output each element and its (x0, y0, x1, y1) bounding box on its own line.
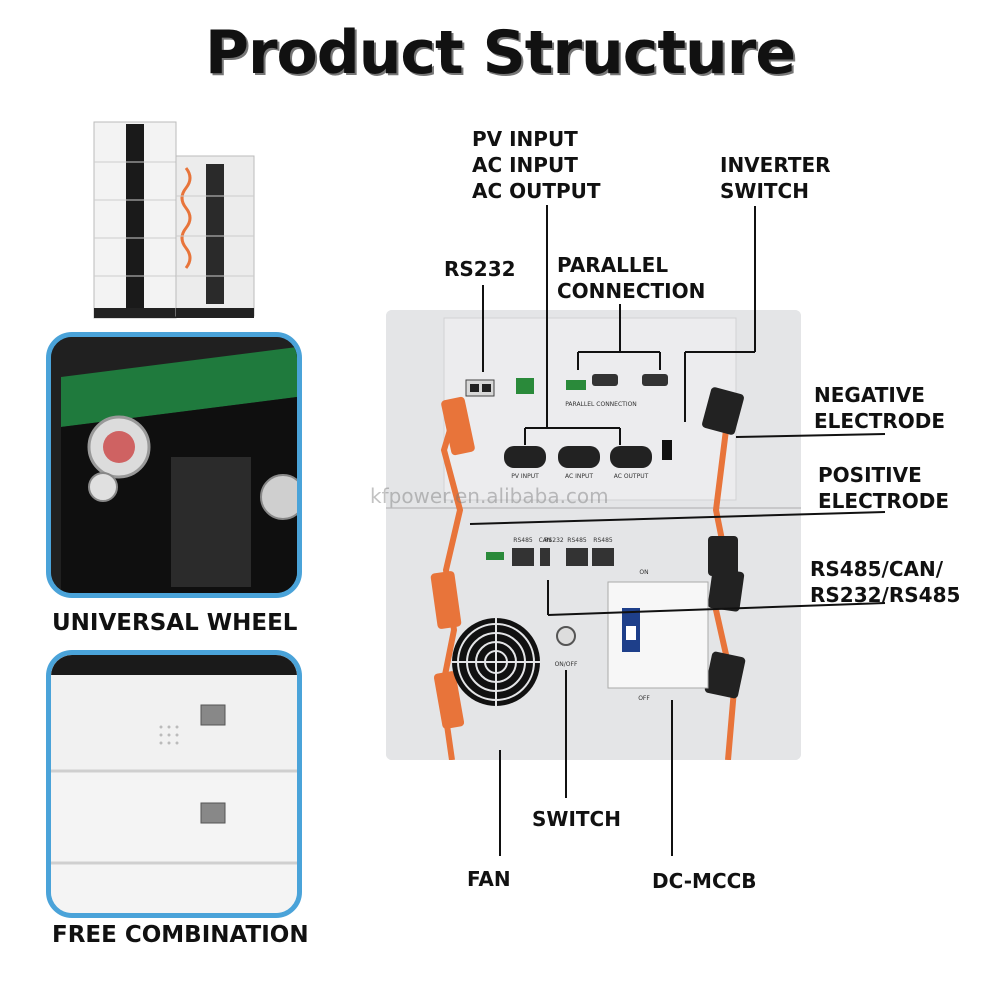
svg-text:ON: ON (639, 569, 648, 576)
callout-comm-ports: RS485/CAN/ RS232/RS485 (810, 557, 961, 607)
svg-text:AC INPUT: AC INPUT (565, 473, 593, 480)
callout-parallel-connection: PARALLEL CONNECTION (557, 253, 706, 303)
callout-positive-electrode: POSITIVE ELECTRODE (818, 463, 950, 513)
svg-text:PARALLEL CONNECTION: PARALLEL CONNECTION (565, 401, 637, 408)
svg-text:ON/OFF: ON/OFF (555, 661, 578, 668)
universal-wheel-caption: UNIVERSAL WHEEL (52, 610, 298, 636)
battery-stack-image (93, 121, 255, 319)
svg-text:OFF: OFF (638, 695, 650, 702)
svg-text:RS232: RS232 (544, 537, 564, 544)
callout-pv-ac: PV INPUT AC INPUT AC OUTPUT (472, 127, 601, 203)
svg-text:RS485: RS485 (567, 537, 587, 544)
free-combination-caption: FREE COMBINATION (52, 922, 309, 948)
callout-switch: SWITCH (532, 807, 621, 831)
callout-negative-electrode: NEGATIVE ELECTRODE (814, 383, 946, 433)
battery-panel: PARALLEL CONNECTION PV INPUT AC INPUT AC… (386, 310, 801, 760)
svg-text:PV INPUT: PV INPUT (511, 473, 539, 480)
battery-panel-drawing: PARALLEL CONNECTION PV INPUT AC INPUT AC… (386, 310, 801, 760)
svg-text:RS485: RS485 (513, 537, 533, 544)
callout-rs232: RS232 (444, 257, 516, 281)
svg-text:RS485: RS485 (593, 537, 613, 544)
page-title: Product Structure (204, 18, 796, 88)
free-combination-frame (46, 650, 302, 918)
free-combination-image (51, 655, 297, 913)
svg-text:AC OUTPUT: AC OUTPUT (614, 473, 649, 480)
callout-fan: FAN (467, 867, 511, 891)
universal-wheel-image (51, 337, 297, 593)
universal-wheel-frame (46, 332, 302, 598)
watermark: kfpower.en.alibaba.com (370, 484, 609, 508)
svg-text:CAN: CAN (539, 537, 552, 544)
fan-grille (452, 618, 540, 706)
callout-dc-mccb: DC-MCCB (652, 869, 757, 893)
callout-inverter-switch: INVERTER SWITCH (720, 153, 831, 203)
